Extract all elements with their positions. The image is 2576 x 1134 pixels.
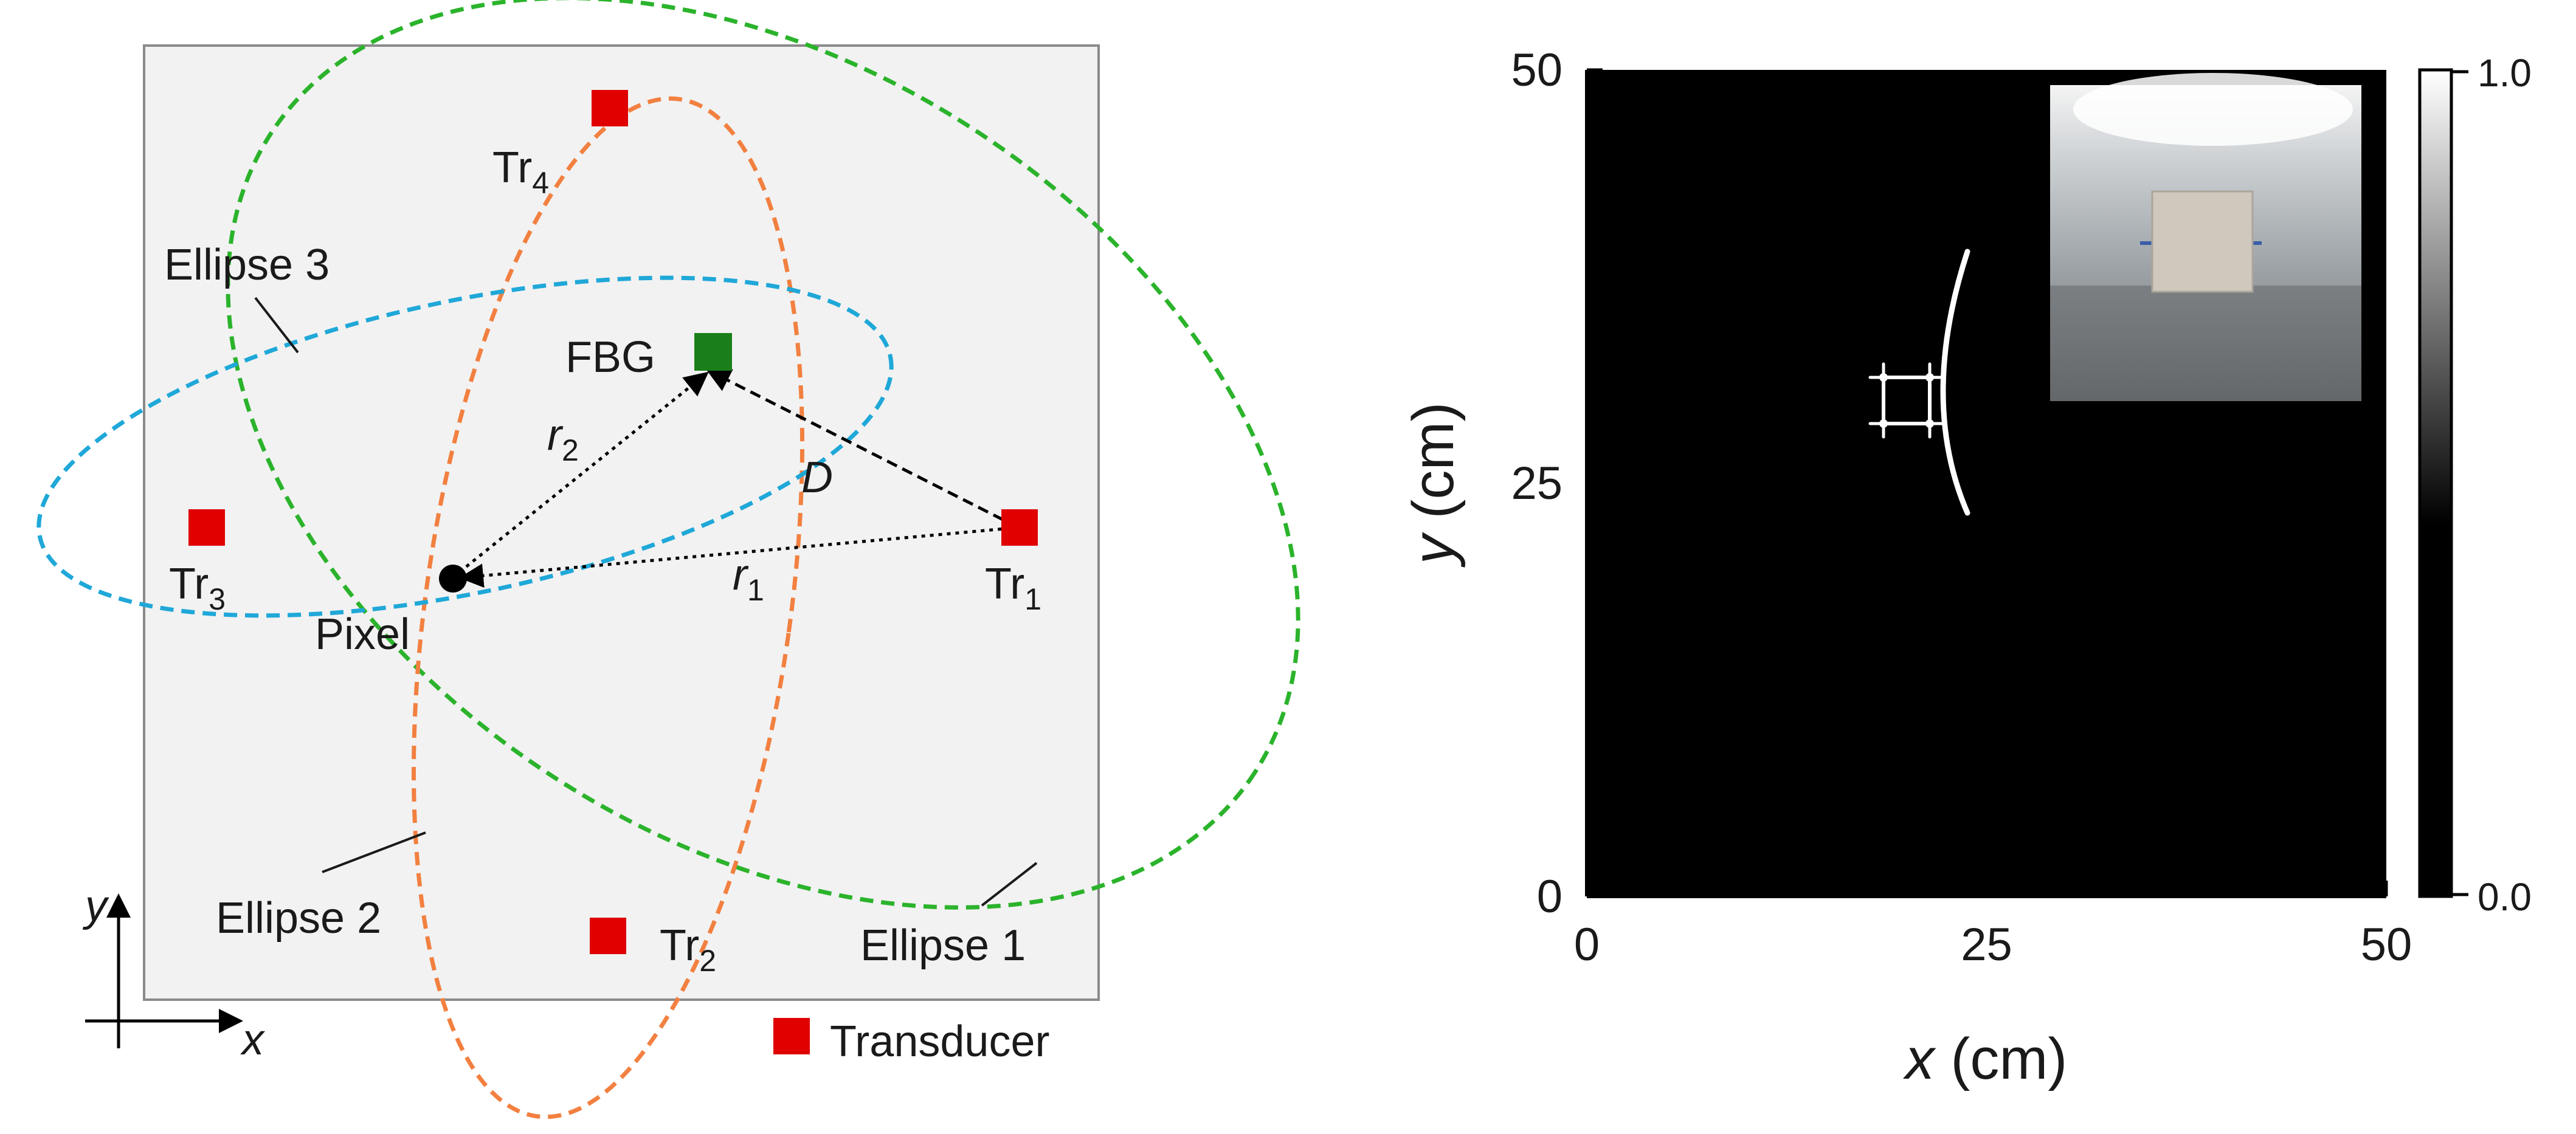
colorbar-max-label: 1.0 [2478,51,2532,95]
feature-corner-dot [1879,373,1888,382]
pixel-marker [439,565,467,593]
ellipse-1 [226,0,1300,910]
legend-transducer-swatch [773,1018,810,1054]
transducer-tr2 [590,918,626,954]
fbg-label: FBG [565,333,655,382]
tr1-label: Tr1 [985,560,1041,616]
fbg-marker [694,333,732,371]
axis-x-label: x [240,1015,266,1064]
transducer-tr3 [188,509,225,546]
y-tick-label: 50 [1511,44,1563,96]
r2-line [452,371,709,579]
y-axis-label: y (cm) [1401,402,1466,568]
d-line [706,369,1020,529]
ellipse-3-leader [254,297,299,354]
x-axis-label: x (cm) [1903,1026,2068,1091]
feature-corner-dot [1879,419,1888,428]
ellipse-3-label: Ellipse 3 [164,241,330,289]
d-label: D [801,453,833,502]
ellipse-1-label: Ellipse 1 [860,921,1026,970]
r1-label: r1 [733,551,764,607]
axis-y-label: y [82,882,109,930]
feature-corner-dot [1925,419,1934,428]
r1-line [459,526,1019,588]
colorbar: 1.0 0.0 [2418,51,2532,919]
tr2-label: Tr2 [660,921,716,978]
ellipse-3 [36,275,894,618]
transducer-tr4 [592,90,628,126]
legend-transducer-label: Transducer [830,1017,1049,1066]
y-tick-label: 25 [1511,458,1563,509]
ellipse-1-leader [981,862,1038,907]
x-tick-label: 25 [1961,919,2012,971]
feature-square [1882,376,1932,425]
transducer-tr1 [1001,509,1038,546]
feature-corner-dot [1925,373,1934,382]
left-panel: Tr1 Tr2 Tr3 Tr4 FBG Pixel r1 r2 D Ellips… [36,0,1300,1119]
y-tick-label: 0 [1537,871,1563,923]
ellipse-2-label: Ellipse 2 [216,894,381,943]
inset-photo [2050,73,2361,401]
x-tick-label: 0 [1574,919,1600,971]
tr3-label: Tr3 [169,560,226,616]
coordinate-axes: y x [82,882,266,1064]
chart-ticks: 0 25 50 0 25 50 [1511,44,2412,971]
tr4-label: Tr4 [492,143,549,200]
ellipse-2-leader [322,831,426,873]
heatmap-feature [1868,249,1970,516]
right-panel: 0 25 50 0 25 50 y (cm) x (cm) 1.0 0.0 [1401,44,2532,1091]
ellipse-2 [411,96,805,1119]
x-tick-label: 50 [2361,919,2412,971]
colorbar-min-label: 0.0 [2478,875,2532,919]
pixel-label: Pixel [315,610,410,659]
plate [143,44,1100,1001]
r2-label: r2 [547,411,579,467]
feature-arc [1940,249,1970,516]
